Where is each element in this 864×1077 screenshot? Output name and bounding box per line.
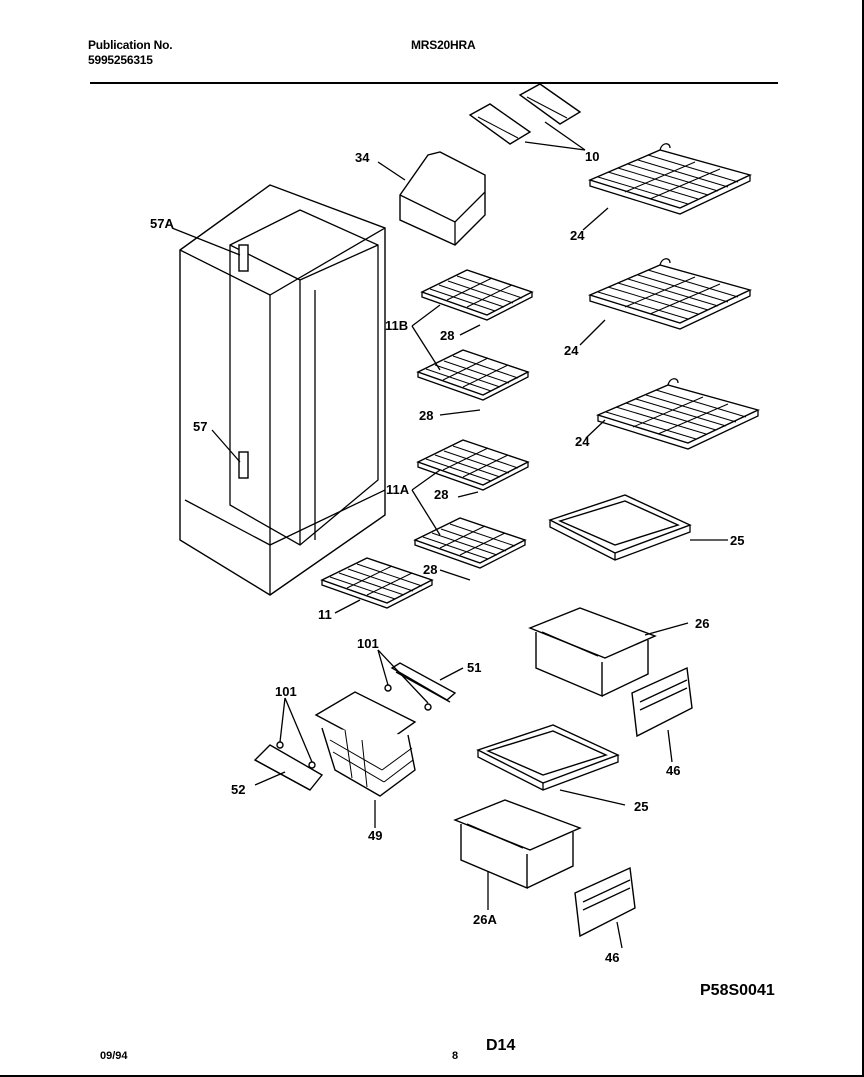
freezer-basket-49 [314,691,417,797]
callout-28-d: 28 [423,562,437,577]
callout-49: 49 [368,828,382,843]
crisper-pan-26a [454,799,581,889]
publication-label: Publication No. [88,38,173,52]
callout-11: 11 [318,607,332,622]
callout-46-upper: 46 [666,763,680,778]
door-bin-34 [399,151,486,246]
callout-25-upper: 25 [730,533,744,548]
callout-34: 34 [355,150,370,165]
crisper-cover-25-upper [549,494,691,561]
callout-25-lower: 25 [634,799,648,814]
shelf-11a-lower [414,517,526,569]
header-rule [90,82,778,84]
callout-26a: 26A [473,912,497,927]
basket-rail-51 [390,662,457,703]
callout-28-c: 28 [434,487,448,502]
footer-section-code: D14 [486,1037,516,1054]
callout-11b: 11B [385,318,408,333]
callout-57a: 57A [150,216,174,231]
callout-101-lower: 101 [275,684,297,699]
leader-lines [171,161,728,949]
callout-51: 51 [467,660,481,675]
callout-101-upper: 101 [357,636,379,651]
callout-24-middle: 24 [564,343,579,358]
callout-26: 26 [695,616,709,631]
shelf-11b-lower [417,349,529,401]
publication-number: 5995256315 [88,53,153,67]
screws-101 [276,684,432,769]
freezer-shelf-24-top [589,143,751,215]
pan-front-46-upper [631,667,693,737]
shelf-11a-upper [417,439,529,491]
basket-rail-52 [253,744,324,791]
callout-28-a: 28 [440,328,454,343]
callout-52: 52 [231,782,245,797]
shelf-11 [321,557,433,609]
callout-24-top: 24 [570,228,585,243]
pan-front-46-lower [574,867,636,937]
page-edge [862,0,864,1077]
shelf-11b-upper [421,269,533,321]
model-number: MRS20HRA [411,38,476,52]
callout-24-lower: 24 [575,434,590,449]
crisper-cover-25-lower [477,724,619,791]
callout-46-lower: 46 [605,950,619,965]
callout-11a: 11A [386,482,410,497]
crisper-pan-26 [529,607,656,697]
page-bottom-edge [0,1075,864,1077]
callout-28-b: 28 [419,408,433,423]
footer-page-number: 8 [452,1050,459,1062]
drawing-number: P58S0041 [700,982,775,999]
freezer-shelf-24-middle [589,258,751,330]
freezer-shelf-24-lower [597,378,759,450]
callout-10: 10 [585,149,599,164]
callout-57: 57 [193,419,207,434]
refrigerator-cabinet [179,184,386,596]
footer-date: 09/94 [100,1050,128,1062]
ice-trays-10 [468,83,586,151]
